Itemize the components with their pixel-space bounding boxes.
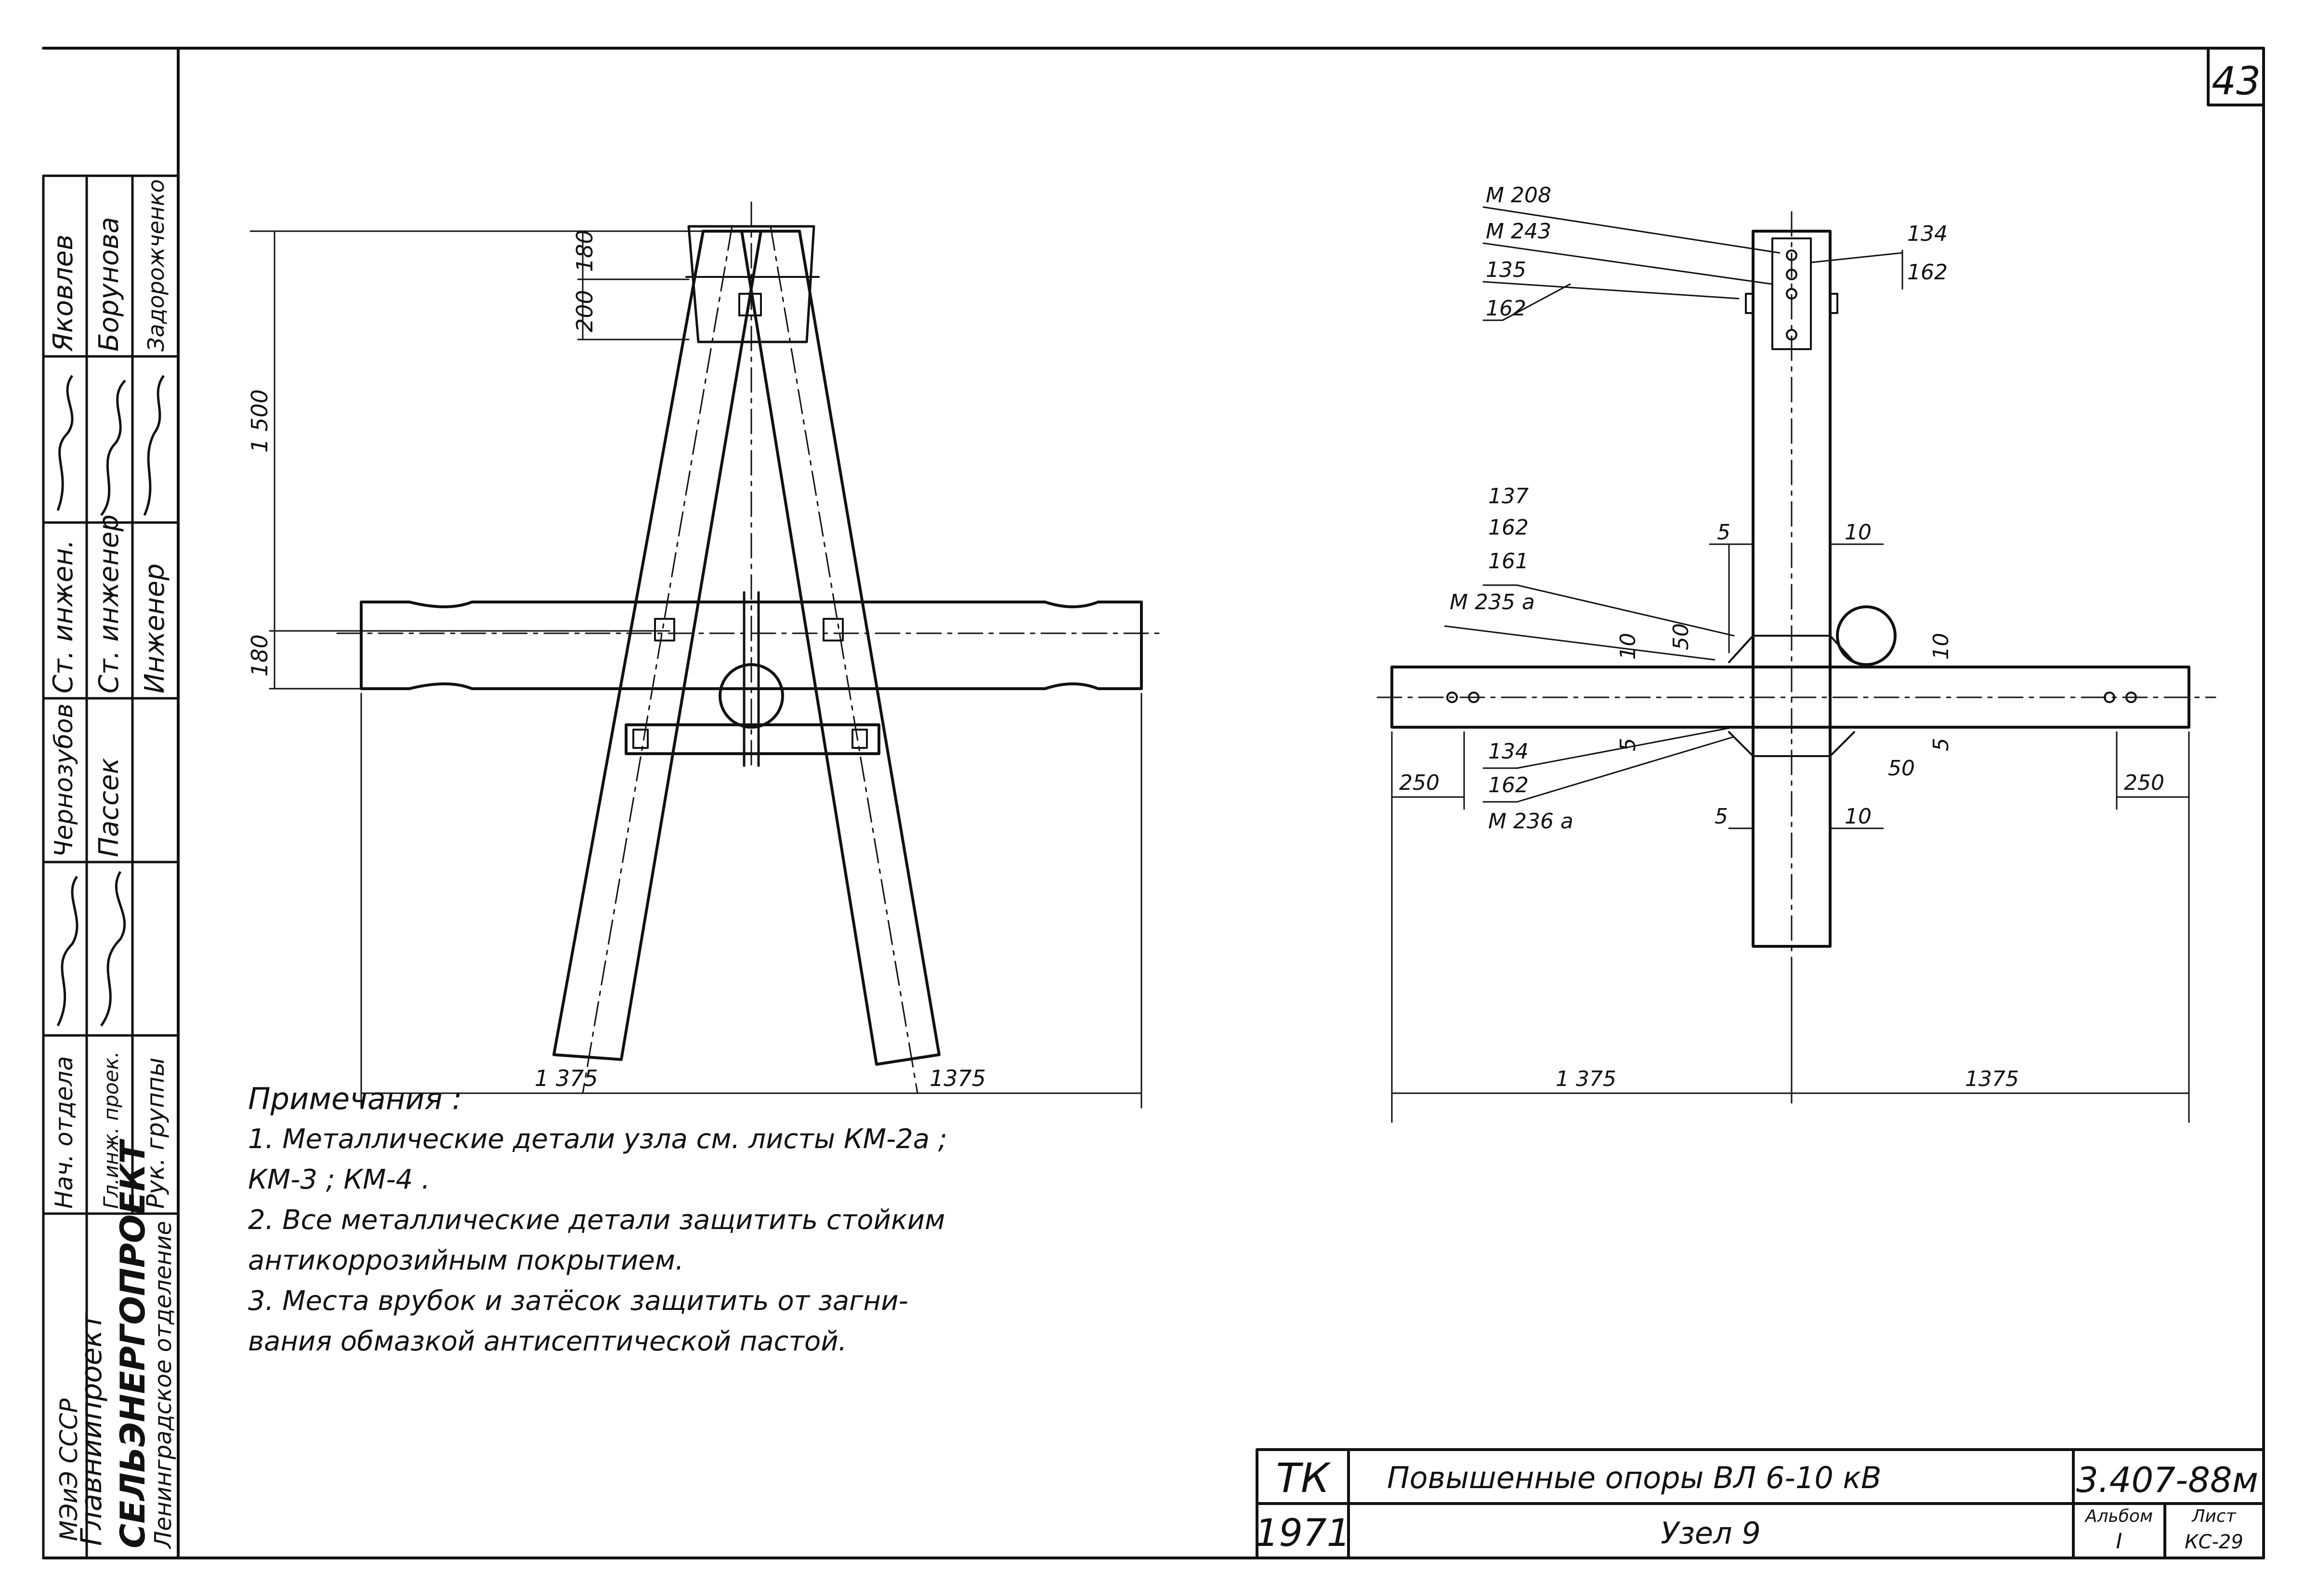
- tb-year: 1971: [1255, 1512, 1351, 1555]
- rv-label-m243: М 243: [1486, 219, 1551, 244]
- lv-dim-left: 1 375: [535, 1065, 598, 1091]
- rv-label-137: 137: [1488, 484, 1529, 509]
- tb-sheet-label: Лист: [2191, 1506, 2236, 1526]
- stamp-name-3: Яковлев: [48, 235, 79, 352]
- rv-label-m235: М 235 а: [1450, 590, 1535, 615]
- stamp-org-main: СЕЛЬЭНЕРГОПРОЕКТ: [113, 1138, 153, 1548]
- lv-dim-right: 1375: [930, 1065, 986, 1091]
- rv-dim-5d: 5: [1715, 804, 1728, 829]
- rv-label-162c: 162: [1488, 515, 1529, 540]
- rv-label-135: 135: [1486, 258, 1526, 282]
- stamp-name-2: Пассек: [93, 758, 125, 857]
- title-block-grid: [1256, 1448, 2265, 1559]
- rv-label-162b: 162: [1907, 260, 1948, 285]
- lv-dim-height: 1 500: [247, 389, 273, 453]
- rv-label-134a: 134: [1907, 222, 1948, 246]
- rv-dim-250b: 250: [2124, 771, 2164, 795]
- tb-subtitle: Узел 9: [1661, 1516, 1761, 1551]
- stamp-org-bottom: Ленинградское отделение: [150, 1221, 177, 1549]
- stamp-org-top: МЭиЭ СССР: [55, 1398, 83, 1541]
- rv-label-m208: М 208: [1486, 183, 1551, 208]
- notes-line-3: 2. Все металлические детали защитить сто…: [248, 1204, 945, 1236]
- stamp-role-senior1: Ст. инжен.: [48, 539, 79, 693]
- left-view-aframe: [360, 225, 1143, 1066]
- stamp-name-5: Задорожченко: [143, 179, 169, 352]
- rv-dim-5b: 5: [1616, 738, 1640, 751]
- stamp-role-engineer: Инженер: [139, 563, 170, 693]
- stamp-org-mid: Главниипроект: [75, 1312, 108, 1546]
- tb-code-left: ТК: [1276, 1454, 1331, 1502]
- rv-dim-left: 1 375: [1556, 1067, 1616, 1091]
- notes-line-5: 3. Места врубок и затёсок защитить от за…: [248, 1285, 908, 1317]
- stamp-role-chief: Гл.инж. проек.: [99, 1051, 123, 1209]
- tb-doc-code: 3.407-88м: [2076, 1460, 2258, 1500]
- lv-dim-top-b: 180: [572, 230, 598, 272]
- rv-dim-50a: 50: [1669, 623, 1693, 650]
- rv-label-134b: 134: [1488, 739, 1529, 764]
- left-view-centerlines: [336, 201, 1162, 1094]
- rv-dim-50b: 50: [1888, 756, 1915, 781]
- rv-dim-250a: 250: [1399, 771, 1440, 795]
- sheet-number: 43: [2212, 59, 2261, 104]
- tb-sheet-value: КС-29: [2185, 1531, 2243, 1553]
- rv-dim-10a: 10: [1845, 520, 1872, 545]
- rv-dim-10d: 10: [1845, 804, 1872, 829]
- rv-dim-10b: 10: [1616, 633, 1640, 660]
- tb-album-label: Альбом: [2084, 1506, 2153, 1526]
- stamp-grid: [42, 174, 180, 1559]
- rv-dim-right: 1375: [1965, 1067, 2019, 1091]
- stamp-role-senior2: Ст. инженер: [93, 514, 125, 693]
- rv-label-162a: 162: [1486, 296, 1526, 321]
- signatures: [56, 375, 165, 1027]
- tb-title: Повышенные опоры ВЛ 6-10 кВ: [1387, 1460, 1881, 1495]
- lv-dim-top-a: 200: [572, 290, 598, 332]
- right-view-dimensions: [1391, 206, 2190, 1123]
- stamp-role-head: Нач. отдела: [50, 1056, 78, 1209]
- right-view-centerlines: [1376, 211, 2216, 964]
- notes-line-6: вания обмазкой антисептической пастой.: [248, 1326, 847, 1357]
- stamp-role-lead: Рук. группы: [142, 1058, 170, 1209]
- tb-album-value: I: [2116, 1529, 2122, 1554]
- rv-label-161: 161: [1488, 549, 1529, 574]
- rv-dim-10c: 10: [1929, 633, 1953, 660]
- left-view-dimensions: [249, 230, 1142, 1109]
- lv-dim-cross: 180: [247, 634, 273, 677]
- rv-dim-5c: 5: [1929, 738, 1953, 751]
- rv-label-162d: 162: [1488, 773, 1529, 798]
- rv-label-m236: М 236 а: [1488, 809, 1573, 834]
- notes-line-1: 1. Металлические детали узла см. листы К…: [248, 1124, 947, 1155]
- notes-line-2: КМ-3 ; КМ-4 .: [248, 1164, 430, 1195]
- rv-dim-5a: 5: [1717, 520, 1730, 545]
- stamp-name-1: Чернозубов: [50, 704, 79, 857]
- notes-block: Примечания : 1. Металлические детали узл…: [248, 1079, 1187, 1362]
- stamp-name-4: Борунова: [93, 217, 125, 352]
- right-view-structure: [1390, 230, 2190, 948]
- notes-line-4: антикоррозийным покрытием.: [248, 1245, 684, 1276]
- notes-heading: Примечания :: [248, 1081, 462, 1116]
